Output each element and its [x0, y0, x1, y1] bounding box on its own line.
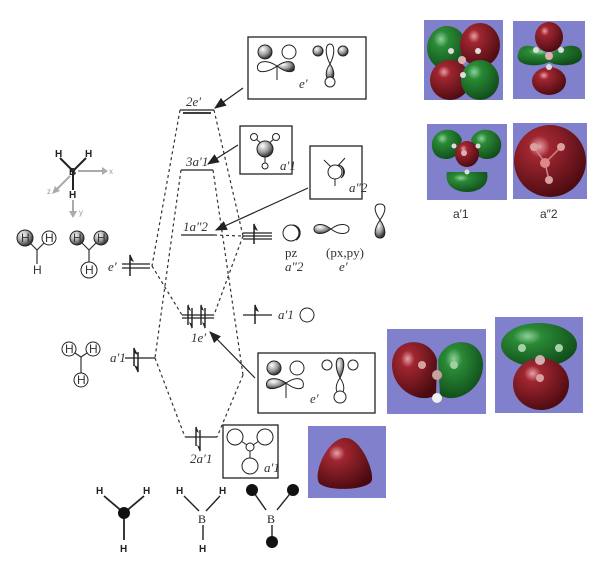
h-orbital	[61, 341, 77, 357]
pointer-arrow	[206, 144, 239, 165]
box-3a1-prime: a′1	[239, 125, 296, 175]
salc-e-prime-label: e′	[108, 259, 117, 274]
bond	[59, 157, 74, 172]
mo-label-2e-prime: 2e′	[186, 94, 201, 109]
h-label: H	[85, 149, 92, 160]
b-label: B	[69, 167, 76, 178]
salc-a1-prime-label: a′1	[110, 350, 126, 365]
arrowhead-icon	[69, 211, 77, 218]
box-symmetry-label: a′1	[280, 158, 296, 173]
h-label: H	[143, 486, 150, 497]
h3-fragment-structure: H H H	[96, 486, 150, 555]
h-label: H	[97, 231, 106, 245]
correlation-lines	[151, 109, 244, 438]
rendered-orbital-1a2	[513, 123, 587, 199]
s-orbital-symmetry-label: a′1	[278, 307, 294, 322]
s-orbital-icon	[299, 307, 315, 323]
h-orbital-shaded	[16, 229, 34, 247]
h-label: H	[85, 263, 94, 277]
pointer-arrow	[214, 187, 309, 231]
b-fragment-structure: B	[246, 484, 299, 548]
bond	[72, 157, 87, 172]
h-label: H	[120, 544, 127, 555]
h-label: H	[33, 263, 42, 277]
pz-symmetry-label: a″2	[285, 259, 304, 274]
h-label: H	[176, 486, 183, 497]
box-2e-prime: e′	[247, 36, 367, 100]
pxpy-label: (px,py)	[326, 245, 364, 260]
h3-salc-e-prime-2: H H H	[69, 230, 109, 279]
rendered-orbital-2e-a	[424, 20, 503, 100]
h3-salc-a1-prime: H H H	[61, 341, 101, 388]
px-orbital-icon	[313, 224, 350, 234]
pz-orbital-icon	[282, 224, 301, 242]
h-orbital	[41, 230, 57, 246]
box-1e-prime: e′	[257, 352, 376, 414]
b-label: B	[267, 512, 275, 526]
h-orbital-shaded	[69, 230, 85, 246]
boron-s-level	[243, 304, 272, 324]
mo-level-2e-prime	[180, 109, 214, 114]
boron-p-level	[243, 223, 272, 244]
h-label: H	[73, 231, 82, 245]
x-axis-label: x	[109, 167, 113, 176]
box-symmetry-label: e′	[310, 391, 319, 406]
h-orbital-shaded	[93, 230, 109, 246]
h-orbital	[85, 341, 101, 357]
bh3-structure: H H B H	[176, 486, 226, 555]
rendered-orbital-1e-b	[495, 317, 583, 413]
pz-label: pz	[285, 245, 298, 260]
h3-salc-e-prime-1: H H H	[16, 229, 57, 277]
mo-label-1a2-double-prime: 1a″2	[183, 219, 208, 234]
rendered-orbital-2a1	[308, 426, 386, 498]
box-symmetry-label: e′	[299, 76, 308, 91]
box-symmetry-label: a″2	[349, 180, 368, 195]
mo-label-3a1-prime: 3a′1	[185, 154, 208, 169]
py-orbital-icon	[374, 203, 386, 239]
rendered-orbital-2e-b	[513, 21, 585, 99]
pxpy-symmetry-label: e′	[339, 259, 348, 274]
rendered-label-a2-double-prime: a″2	[540, 207, 558, 221]
arrowhead-icon	[52, 186, 60, 194]
box-1a2-double-prime: a″2	[309, 145, 368, 200]
box-symmetry-label: a′1	[264, 460, 280, 475]
rendered-orbital-3a1	[427, 124, 507, 200]
mo-level-1e-prime	[182, 304, 214, 329]
z-axis-label: z	[47, 187, 51, 196]
pointer-arrow	[209, 331, 256, 379]
h-orbital	[80, 261, 98, 279]
coordinate-system: H H B H x z y	[47, 149, 113, 218]
y-axis-label: y	[79, 208, 83, 217]
h-label: H	[77, 373, 86, 387]
h-orbital	[73, 372, 89, 388]
mo-level-2a1-prime	[185, 426, 217, 452]
pointer-arrow	[214, 87, 244, 109]
h-label: H	[199, 544, 206, 555]
mo-label-1e-prime: 1e′	[191, 330, 206, 345]
z-axis-arrow	[56, 175, 71, 190]
h-label: H	[45, 231, 54, 245]
mo-label-2a1-prime: 2a′1	[190, 451, 212, 466]
h-label: H	[219, 486, 226, 497]
left-a1-prime-level	[125, 347, 155, 373]
h-label: H	[65, 342, 74, 356]
box-2a1-prime: a′1	[222, 424, 280, 479]
h-label: H	[69, 190, 76, 201]
arrowhead-icon	[102, 167, 108, 175]
h-label: H	[89, 342, 98, 356]
h-label: H	[55, 149, 62, 160]
rendered-label-a1-prime: a′1	[453, 207, 469, 221]
h-label: H	[96, 486, 103, 497]
b-label: B	[198, 512, 206, 526]
rendered-orbital-1e-a	[387, 329, 486, 414]
h-label: H	[21, 231, 30, 245]
left-e-prime-level	[122, 254, 150, 276]
